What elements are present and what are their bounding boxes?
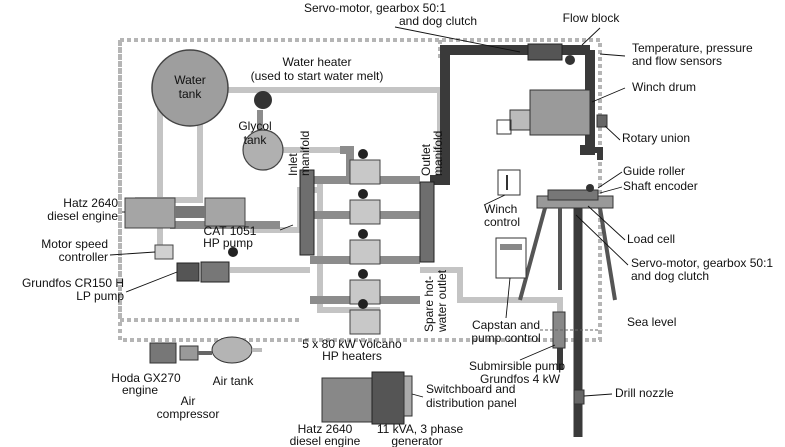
submersible-pump: [540, 311, 600, 405]
air-compressor-assembly: [149, 336, 262, 364]
hatz-bottom-label-2: diesel engine: [290, 434, 361, 447]
outlet-label-1: Outlet: [419, 143, 433, 176]
heaters-label-2: HP heaters: [322, 349, 382, 363]
outlet-label-2: manifold: [431, 131, 445, 176]
water-tank: Water tank: [151, 49, 229, 127]
water-heater-label-1: Water heater: [283, 55, 352, 69]
sub-pump-label-1: Submirsible pump: [469, 359, 565, 373]
heaters-label-1: 5 x 80 kW Volcano: [302, 337, 402, 351]
leader-lines: [109, 26, 629, 398]
flow-block-label: Flow block: [563, 11, 621, 25]
cat-pump-label-1: CAT 1051: [204, 224, 257, 238]
glycol-label-1: Glycol: [238, 119, 271, 133]
air-tank-label: Air tank: [213, 374, 255, 388]
inlet-label-1: Inlet: [286, 153, 300, 176]
winch-drum-label: Winch drum: [632, 80, 696, 94]
lp-pump-assembly: [154, 244, 238, 283]
hoda-label-2: engine: [122, 383, 158, 397]
water-tank-label-1: Water: [174, 73, 206, 87]
hoda-label-1: Hoda GX270: [111, 371, 181, 385]
shaft-encoder-label: Shaft encoder: [623, 179, 698, 193]
rotary-union-label: Rotary union: [622, 131, 690, 145]
servo-top-label-1: Servo-motor, gearbox 50:1: [304, 1, 446, 15]
capstan-label-1: Capstan and: [472, 318, 540, 332]
hatz-top-label-2: diesel engine: [47, 209, 118, 223]
servo-top-label-2: and dog clutch: [399, 14, 477, 28]
spare-outlet-label-1: Spare hot-: [422, 276, 436, 332]
hatz-top-label-1: Hatz 2640: [63, 196, 118, 210]
switchboard-label-1: Switchboard and: [426, 382, 515, 396]
capstan-control-box: [495, 237, 527, 279]
servo-right-label-1: Servo-motor, gearbox 50:1: [631, 256, 773, 270]
air-comp-label-1: Air: [181, 394, 196, 408]
winch-control-label-2: control: [484, 215, 520, 229]
flow-block: [527, 43, 575, 65]
motor-speed-label-1: Motor speed: [41, 237, 108, 251]
load-cell-label: Load cell: [627, 232, 675, 246]
glycol-label-2: tank: [244, 133, 268, 147]
spare-outlet-label-2: water outlet: [435, 269, 449, 333]
grundfos-lp-label-1: Grundfos CR150 H: [22, 276, 124, 290]
switchboard-label-2: distribution panel: [426, 396, 517, 410]
temp-sensors-label-2: and flow sensors: [632, 54, 722, 68]
winch-assembly: [496, 89, 608, 196]
generator-label-1: 11 kVA, 3 phase: [377, 422, 464, 436]
air-comp-label-2: compressor: [157, 407, 220, 421]
manifolds: [299, 169, 435, 263]
servo-right-label-2: and dog clutch: [631, 269, 709, 283]
water-heater-label-2: (used to start water melt): [251, 69, 384, 83]
capstan-tripod: [518, 184, 617, 301]
drill-nozzle-label: Drill nozzle: [615, 386, 674, 400]
cat-pump-label-2: HP pump: [203, 236, 253, 250]
inlet-label-2: manifold: [298, 131, 312, 176]
hatz-bottom-label-1: Hatz 2640: [298, 422, 353, 436]
guide-roller-label: Guide roller: [623, 164, 685, 178]
water-pipes-medium: [170, 110, 420, 304]
labels: Servo-motor, gearbox 50:1 and dog clutch…: [22, 1, 773, 447]
sub-pump-label-2: Grundfos 4 kW: [480, 372, 561, 386]
sea-level-label: Sea level: [627, 315, 676, 329]
glycol-tank: Glycol tank: [238, 91, 284, 171]
motor-speed-label-2: controller: [59, 250, 108, 264]
generator-assembly: [321, 371, 413, 425]
temp-sensors-label-1: Temperature, pressure: [632, 41, 753, 55]
winch-control-label-1: Winch: [484, 202, 517, 216]
heaters: [349, 149, 381, 335]
generator-label-2: generator: [391, 434, 442, 447]
grundfos-lp-label-2: LP pump: [76, 289, 124, 303]
water-tank-label-2: tank: [179, 87, 203, 101]
capstan-label-2: pump control: [471, 331, 540, 345]
hatz-engine-top: [124, 197, 246, 229]
